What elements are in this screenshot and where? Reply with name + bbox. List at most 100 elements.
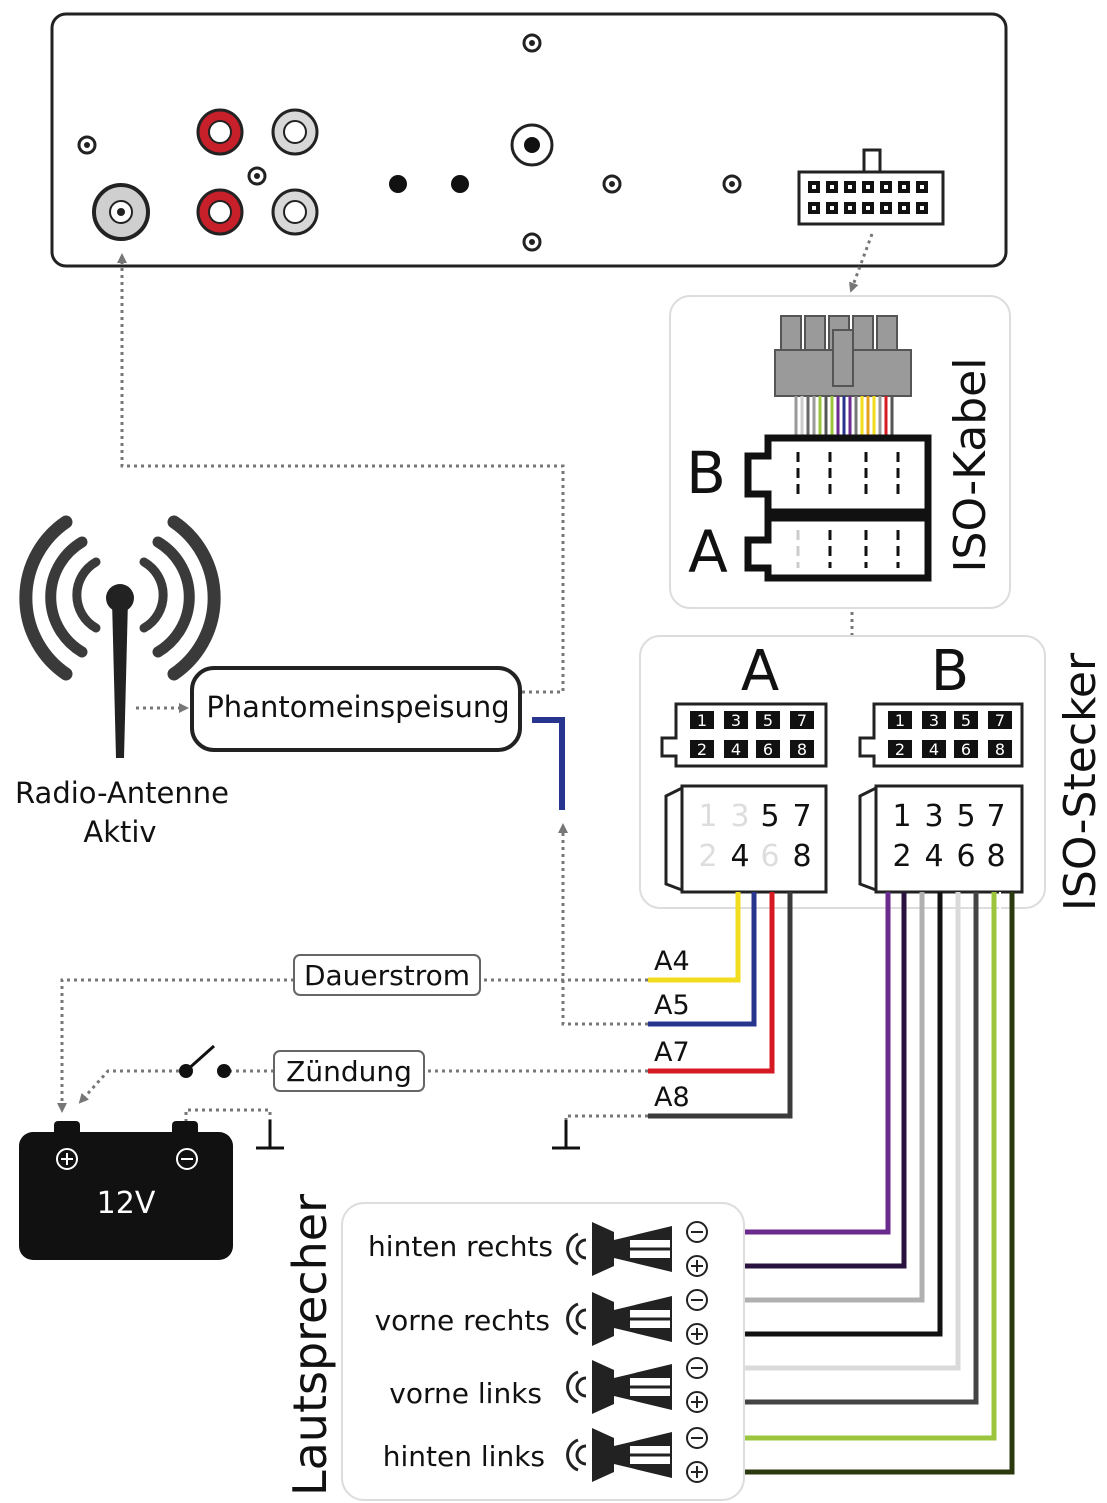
pin-label-inactive: 3 [730,799,749,834]
phantom-power-box: Phantomeinspeisung [190,666,522,752]
iso-plug-a-body: 1 3 5 7 2 4 6 8 [664,784,828,894]
aux-jack-icon [510,123,554,167]
terminal-plus-icon [686,1323,708,1345]
pin-label: 5 [961,711,971,730]
speaker-icon [566,1428,672,1482]
iso-plug-title: ISO-Stecker [1055,652,1106,911]
speaker-label: vorne links [389,1377,542,1410]
pin-label: 7 [792,799,811,834]
wire-a7 [648,892,775,1074]
pin-label-inactive: 6 [760,839,779,874]
iso-plug-b-body: 1 3 5 7 2 4 6 8 [858,784,1024,894]
terminal-plus-icon [686,1391,708,1413]
constant-power-text: Dauerstrom [304,959,470,992]
antenna-label-line2: Aktiv [83,815,156,849]
iso-cable-block-a [744,514,932,582]
pin-label: 5 [760,799,779,834]
speaker-icon [566,1222,672,1276]
terminal-minus-icon [686,1289,708,1311]
iso-cable-title: ISO-Kabel [945,358,996,573]
ground-icon [256,1120,580,1150]
iso-plug-panel: A B ISO-Stecker 1 3 5 7 2 4 6 8 [639,635,1106,911]
pin-label: 3 [929,711,939,730]
iso-plug-a-header: 1 3 5 7 2 4 6 8 [660,702,828,768]
speaker-label: hinten rechts [368,1230,553,1263]
speaker-wires [712,892,1015,1475]
pin-label: 1 [895,711,905,730]
pin-label: 7 [797,711,807,730]
pin-label-inactive: 2 [698,839,717,874]
wire-label-a5: A5 [654,990,690,1021]
speaker-row: vorne links [389,1357,708,1414]
pin-label: 4 [924,839,943,874]
pin-label-inactive: 1 [698,799,717,834]
speaker-label: vorne rechts [375,1304,550,1337]
pin-label: 3 [731,711,741,730]
phantom-power-label: Phantomeinspeisung [206,690,509,724]
pin-label: 3 [924,799,943,834]
hole-icon [451,175,469,193]
ignition-text: Zündung [286,1055,412,1088]
speakers-panel: Lautsprecher hinten rechts vorne rechts [283,1194,745,1501]
wire-label-a7: A7 [654,1037,690,1068]
speaker-icon [566,1360,672,1414]
wire-label-a8: A8 [654,1082,690,1113]
power-wires [648,892,793,1119]
pin-label: 2 [697,740,707,759]
pin-label: 8 [792,839,811,874]
pin-label: 1 [892,799,911,834]
hole-icon [389,175,407,193]
iso-port-icon [797,148,945,226]
wire-label-a4: A4 [654,946,690,977]
pin-label: 5 [763,711,773,730]
ignition-label: Zündung [273,1050,425,1092]
iso-cable-block-b [744,434,932,516]
speaker-row: hinten links [383,1427,708,1483]
terminal-minus-icon [686,1221,708,1243]
terminal-plus-icon [686,1255,708,1277]
pin-label: 7 [986,799,1005,834]
battery-icon: 12V [19,1121,233,1260]
speaker-label: hinten links [383,1440,545,1473]
pin-label: 8 [995,740,1005,759]
pin-label: 8 [797,740,807,759]
screw-icon [77,33,742,252]
iso-plug-label-a: A [741,639,779,704]
wire-a8 [648,892,793,1119]
pin-label: 7 [995,711,1005,730]
pin-label: 4 [929,740,939,759]
constant-power-label: Dauerstrom [293,954,481,996]
pin-label: 4 [730,839,749,874]
speaker-icon [566,1292,672,1346]
wire-a5 [648,892,757,1027]
ignition-switch-icon [179,1044,231,1078]
antenna-label-line1: Radio-Antenne [15,776,229,810]
connection-arrow [849,233,874,293]
phantom-wire [532,717,565,810]
pin-label: 6 [956,839,975,874]
speaker-row: hinten rechts [368,1221,708,1277]
pin-label: 4 [731,740,741,759]
pin-label: 8 [986,839,1005,874]
pin-label: 6 [961,740,971,759]
radio-unit [50,12,1008,268]
pin-label: 2 [892,839,911,874]
speaker-row: vorne rechts [375,1289,708,1346]
terminal-minus-icon [686,1427,708,1449]
rca-jack-icon [196,108,319,236]
pin-label: 6 [763,740,773,759]
terminal-plus-icon [686,1461,708,1483]
iso-cable-panel: B A ISO-Kabel [669,295,1011,609]
speakers-title: Lautsprecher [283,1194,337,1496]
wire-a4 [648,892,741,983]
iso-cable-label-a: A [688,518,728,586]
pin-label: 1 [697,711,707,730]
battery-label: 12V [97,1186,156,1221]
iso-cable-plug-icon [774,315,912,397]
pin-label: 2 [895,740,905,759]
iso-plug-label-b: B [931,639,969,704]
radio-antenna-icon [19,515,221,758]
iso-cable-wires [794,396,894,440]
pin-label: 5 [956,799,975,834]
